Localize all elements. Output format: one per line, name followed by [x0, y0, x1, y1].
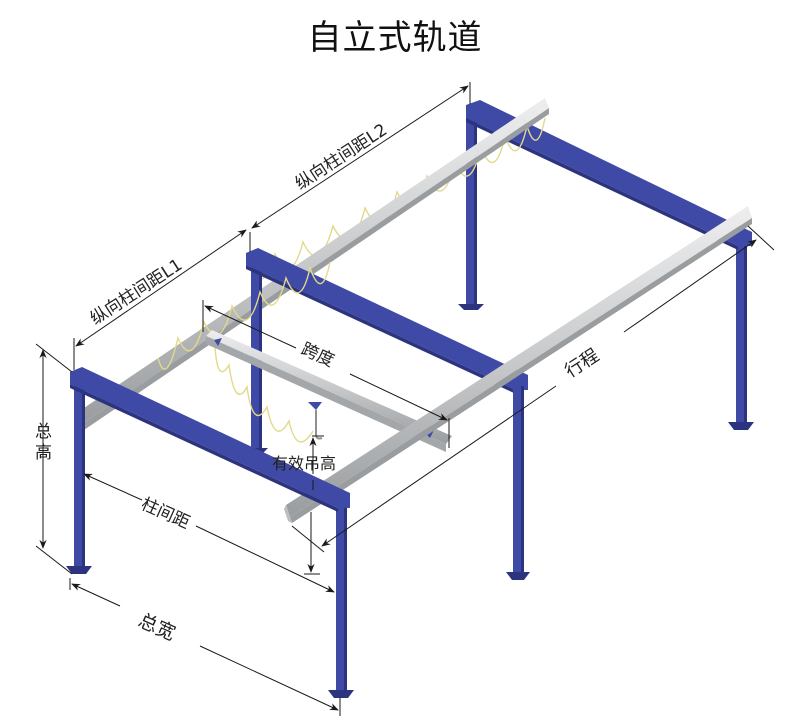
- dim-line-span-a: [204, 305, 297, 349]
- dim-line-L2: [251, 85, 469, 229]
- right-runway-rail: [284, 206, 752, 523]
- label-total-height-2: 高: [35, 443, 52, 463]
- dimension-lines: [35, 82, 775, 716]
- label-travel: 行程: [561, 345, 603, 382]
- middle-right-post: [506, 386, 530, 580]
- back-left-post: [458, 118, 484, 310]
- front-cross-beam: [70, 367, 350, 512]
- label-total-height-1: 总: [35, 422, 52, 442]
- label-span: 跨度: [298, 339, 337, 371]
- dim-line-travel-b: [623, 239, 757, 333]
- dim-line-span-b: [349, 373, 448, 421]
- back-right-post: [728, 246, 754, 430]
- label-total-width: 总宽: [135, 609, 179, 645]
- dim-line-travel-a: [321, 385, 557, 547]
- dim-line-post-spacing-a: [83, 473, 143, 501]
- label-longitudinal-spacing-L1: 纵向柱间距L1: [87, 255, 186, 329]
- trolley-hook: [308, 402, 323, 440]
- dim-line-total-width-a: [71, 583, 121, 607]
- label-longitudinal-spacing-L2: 纵向柱间距L2: [292, 120, 391, 194]
- label-post-spacing: 柱间距: [138, 494, 193, 533]
- diagram-title: 自立式轨道: [307, 18, 483, 58]
- front-right-post: [328, 508, 354, 698]
- dim-line-post-spacing-b: [195, 525, 335, 593]
- back-cross-beam: [466, 100, 752, 250]
- middle-cross-beam: [246, 248, 528, 394]
- dim-line-L1: [75, 229, 247, 347]
- dim-line-total-width-b: [199, 645, 339, 711]
- festoon-cable-bridge: [214, 344, 314, 443]
- label-effective-lifting-height: 有效吊高: [272, 454, 336, 473]
